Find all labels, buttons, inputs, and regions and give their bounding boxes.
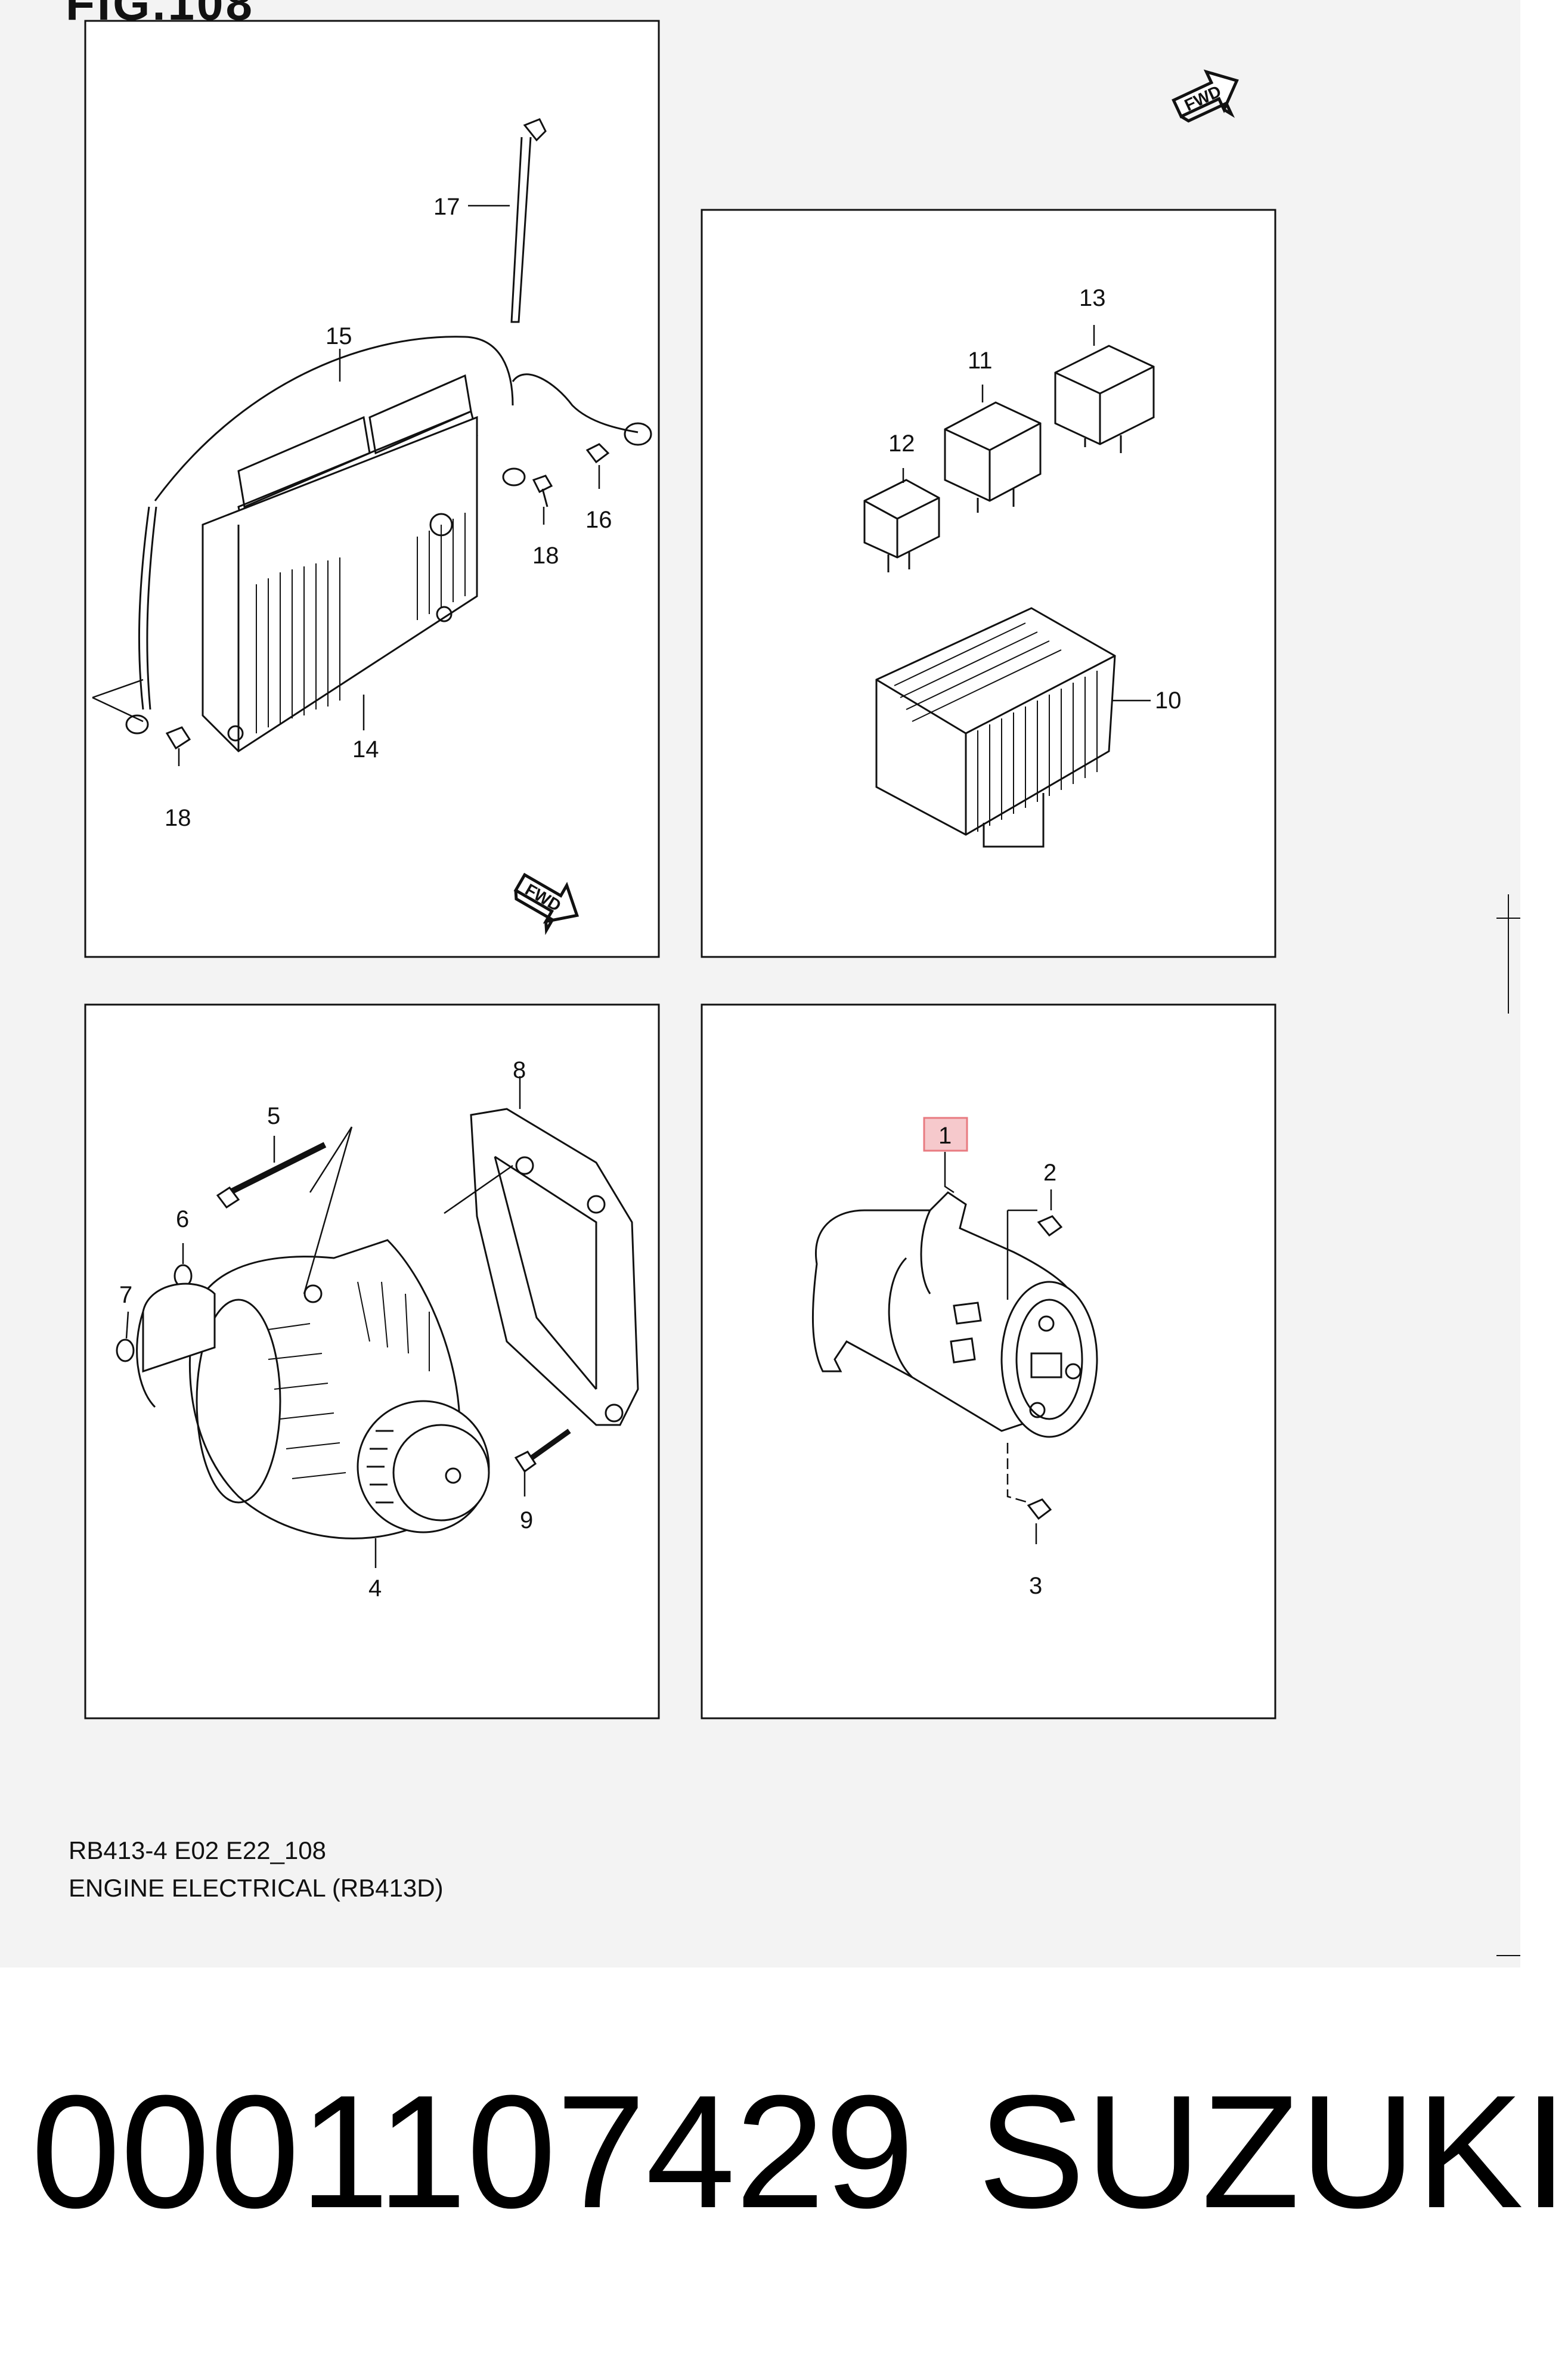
heat-sink-module-10: [875, 607, 1116, 848]
callout-14[interactable]: 14: [352, 736, 379, 763]
relay-12: [863, 479, 940, 572]
bracket-8: [470, 1108, 639, 1426]
callout-4[interactable]: 4: [368, 1575, 382, 1601]
relay-13: [1054, 345, 1155, 453]
callout-2[interactable]: 2: [1043, 1160, 1056, 1186]
alternator-4: [136, 1239, 490, 1539]
highlight-box: [923, 1117, 968, 1152]
diagram-code: RB413-4 E02 E22_108: [69, 1836, 326, 1864]
callout-3[interactable]: 3: [1029, 1573, 1042, 1599]
nut-2: [1037, 1215, 1063, 1237]
bolt-18-bottom: [165, 726, 191, 750]
callout-11[interactable]: 11: [968, 348, 993, 374]
bolt-18-top: [532, 475, 553, 507]
washer-7: [116, 1338, 135, 1362]
bolt-16: [585, 443, 610, 464]
ecu-module-14: [202, 416, 478, 752]
ecu-connector: [237, 374, 478, 538]
part-number: 0001107429: [31, 2062, 915, 2242]
panel-relays: [701, 209, 1276, 958]
brand-name: SUZUKI: [978, 2062, 1568, 2242]
callout-18-top[interactable]: 18: [532, 543, 559, 569]
relay-11: [944, 401, 1042, 513]
callout-13[interactable]: 13: [1079, 285, 1106, 311]
callout-17[interactable]: 17: [433, 194, 460, 220]
callout-1[interactable]: 1: [938, 1123, 952, 1149]
wire-harness-15: [125, 336, 652, 735]
exploded-parts-diagram: FWD FWD: [84, 20, 1520, 1956]
bolt-9: [514, 1429, 571, 1473]
nut-3: [1027, 1498, 1052, 1520]
callout-7[interactable]: 7: [119, 1282, 132, 1308]
callout-18-bottom[interactable]: 18: [165, 805, 191, 831]
callout-16[interactable]: 16: [585, 507, 612, 533]
callout-9[interactable]: 9: [520, 1507, 533, 1533]
cable-tie-17: [510, 118, 547, 323]
callout-15[interactable]: 15: [326, 323, 352, 349]
callout-6[interactable]: 6: [176, 1206, 189, 1232]
diagram-section-title: ENGINE ELECTRICAL (RB413D): [69, 1874, 444, 1902]
bolt-5: [216, 1142, 327, 1209]
callout-8[interactable]: 8: [513, 1057, 526, 1083]
fwd-arrow-icon: FWD: [1172, 69, 1239, 123]
callout-12[interactable]: 12: [888, 430, 915, 457]
callout-10[interactable]: 10: [1155, 687, 1182, 714]
callout-5[interactable]: 5: [267, 1103, 280, 1129]
